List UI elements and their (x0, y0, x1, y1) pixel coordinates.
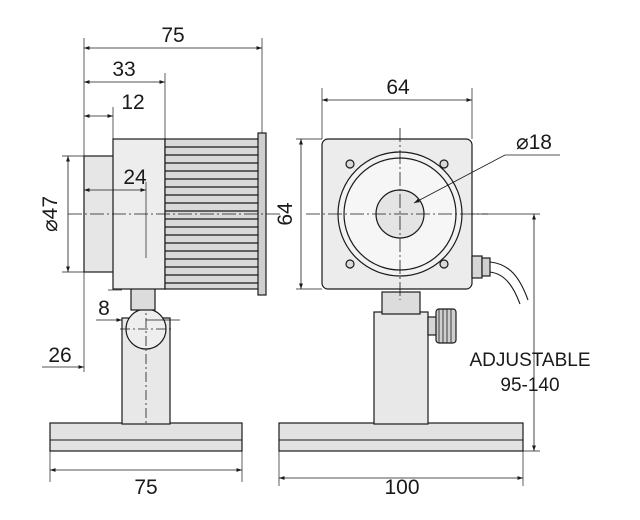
dim-side-overall-width: 75 (161, 24, 184, 47)
dim-front-body-width: 64 (386, 76, 410, 99)
front-view (278, 88, 560, 486)
front-base (278, 422, 524, 452)
front-extension-lines (278, 88, 540, 486)
side-extension-lines (49, 38, 263, 482)
adjustable-range: 95-140 (500, 375, 559, 396)
side-dimension-lines (42, 46, 262, 472)
front-dimension-lines (279, 98, 560, 480)
dim-front-body-height: 64 (274, 202, 297, 226)
dim-side-base-offset: 26 (48, 344, 71, 367)
adjustable-label: ADJUSTABLE (469, 350, 590, 371)
front-cable (471, 255, 529, 305)
dim-side-stem-offset: 24 (123, 166, 147, 189)
dim-side-front-to-body: 12 (121, 91, 144, 114)
side-view (42, 38, 282, 482)
side-stem (120, 300, 172, 425)
dim-side-base-width: 75 (134, 476, 157, 499)
dim-side-front-to-stem: 33 (112, 58, 135, 81)
dim-side-lens-diameter: ⌀47 (39, 196, 62, 232)
front-stem (373, 291, 429, 425)
dim-front-aperture: ⌀18 (516, 131, 552, 154)
dim-front-base-width: 100 (384, 476, 419, 499)
front-locking-knob (427, 308, 457, 344)
dim-side-stem-width: 8 (98, 297, 110, 320)
side-base (49, 422, 243, 452)
